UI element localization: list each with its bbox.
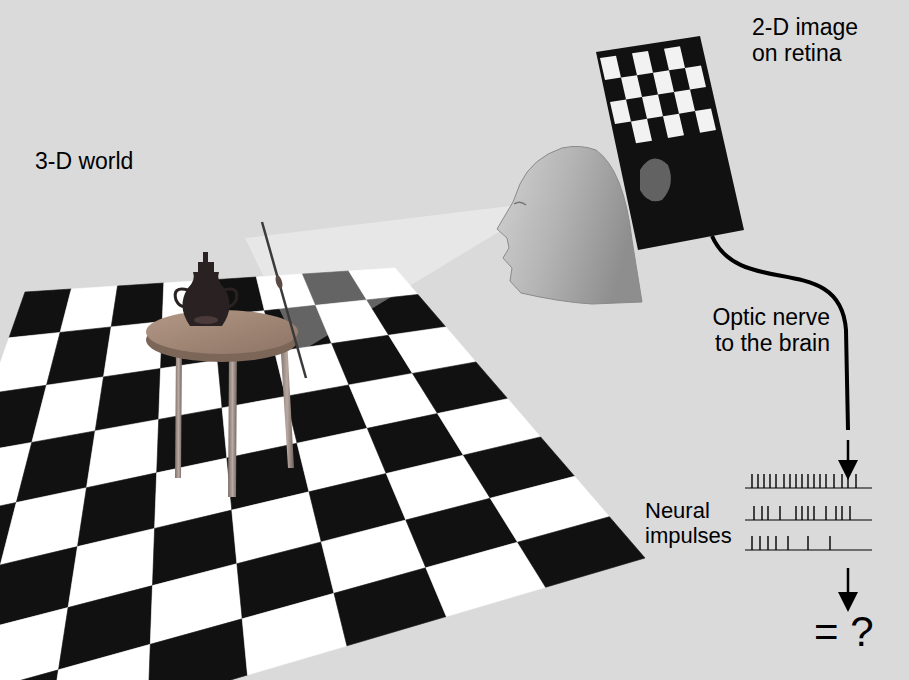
- spike: [807, 536, 808, 550]
- retina-square: [631, 119, 652, 144]
- vase: [175, 252, 237, 326]
- result-label: = ?: [814, 608, 904, 656]
- retina-square: [621, 75, 642, 99]
- floor-square: [47, 327, 112, 385]
- spike: [795, 474, 796, 488]
- floor-square: [60, 286, 117, 332]
- spike: [807, 474, 808, 488]
- spike: [841, 506, 842, 520]
- spike: [787, 536, 788, 550]
- spike: [801, 474, 802, 488]
- spike: [813, 506, 814, 520]
- floor-square: [111, 283, 164, 327]
- head: [497, 146, 642, 304]
- floor-square: [242, 593, 347, 675]
- spike: [757, 474, 758, 488]
- spike: [849, 506, 850, 520]
- spike: [759, 536, 760, 550]
- floor-square: [0, 608, 68, 680]
- spike: [825, 474, 826, 488]
- scene-label: 3-D world: [35, 148, 185, 174]
- spike: [847, 474, 848, 488]
- spike: [819, 474, 820, 488]
- spike: [813, 474, 814, 488]
- spike: [767, 536, 768, 550]
- spike: [769, 474, 770, 488]
- retina-square: [664, 46, 685, 70]
- spike-trains: [745, 474, 872, 550]
- retina-image: [596, 36, 744, 250]
- spike: [779, 506, 780, 520]
- down-arrow: [847, 568, 850, 602]
- retina-square: [674, 90, 695, 114]
- spike: [807, 506, 808, 520]
- spike: [775, 536, 776, 550]
- spike: [761, 506, 762, 520]
- retina-square: [695, 109, 716, 133]
- retina-square: [685, 66, 706, 90]
- impulse-label: Neural impulses: [645, 498, 737, 549]
- table: [146, 310, 298, 497]
- spike: [763, 474, 764, 488]
- spike: [829, 536, 830, 550]
- spike: [751, 474, 752, 488]
- spike: [789, 474, 790, 488]
- spike: [825, 506, 826, 520]
- spike: [835, 506, 836, 520]
- spike: [833, 474, 834, 488]
- retina-square: [600, 56, 621, 80]
- spike: [801, 506, 802, 520]
- spike: [795, 506, 796, 520]
- nerve-label: Optic nerve to the brain: [700, 304, 830, 357]
- retina-square: [642, 95, 663, 119]
- retina-square: [663, 114, 684, 138]
- spike: [753, 506, 754, 520]
- floor-square: [0, 670, 59, 680]
- spike: [855, 474, 856, 488]
- stick: [262, 222, 306, 378]
- spike: [751, 536, 752, 550]
- retina-square: [610, 100, 631, 125]
- floor-square: [518, 517, 645, 588]
- retina-square: [632, 51, 653, 75]
- retina-label: 2-D image on retina: [752, 14, 872, 67]
- down-arrow: [847, 440, 850, 470]
- spike: [783, 474, 784, 488]
- spike: [775, 474, 776, 488]
- floor-square: [49, 644, 151, 680]
- spike: [767, 506, 768, 520]
- floor-square: [148, 619, 247, 680]
- floor-square: [334, 568, 446, 646]
- eye: [514, 202, 526, 205]
- spike: [841, 474, 842, 488]
- retina-square: [653, 70, 674, 94]
